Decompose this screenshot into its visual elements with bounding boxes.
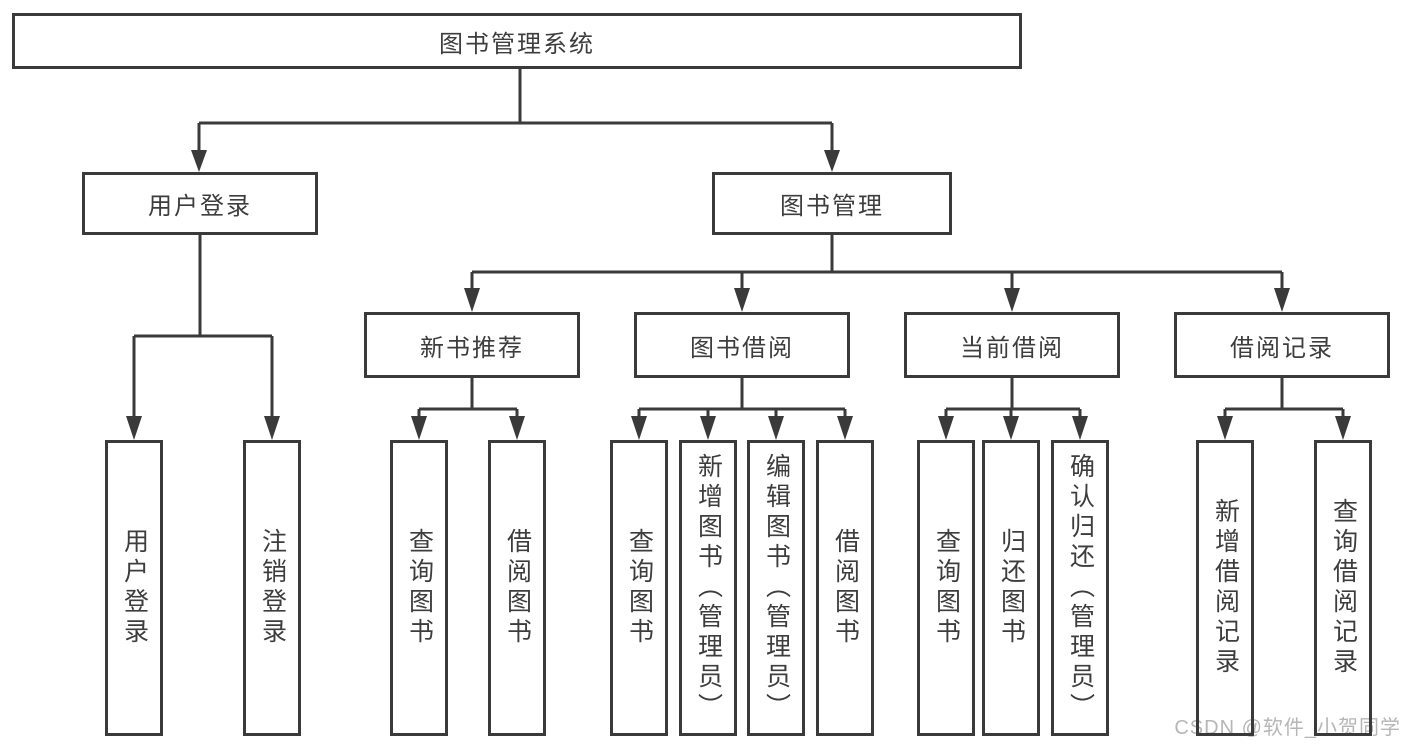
node-book-borrowing: 图书借阅	[634, 312, 850, 378]
leaf-borrow-books-1-label: 借阅图书	[503, 528, 532, 648]
leaf-query-books-3-label: 查询图书	[932, 528, 961, 648]
leaf-query-books-2: 查询图书	[610, 440, 668, 736]
leaf-add-borrow-record-label: 新增借阅记录	[1211, 498, 1240, 678]
leaf-user-login-label: 用户登录	[120, 528, 149, 648]
node-book-management: 图书管理	[712, 172, 952, 235]
leaf-add-books-admin: 新增图书（管理员）	[679, 440, 737, 736]
connector-current-borrowing	[944, 378, 1082, 418]
leaf-query-borrow-record-label: 查询借阅记录	[1329, 498, 1358, 678]
leaf-add-borrow-record: 新增借阅记录	[1196, 440, 1254, 736]
connector-new-book-recommendation	[417, 378, 519, 418]
node-current-borrowing: 当前借阅	[904, 312, 1120, 378]
leaf-edit-books-admin-label: 编辑图书（管理员）	[762, 453, 791, 723]
leaf-logout: 注销登录	[243, 440, 301, 736]
leaf-query-books-2-label: 查询图书	[625, 528, 654, 648]
connector-book-borrowing	[637, 378, 847, 418]
node-library-management-system: 图书管理系统	[12, 13, 1022, 69]
connector-root	[197, 69, 834, 152]
leaf-query-books-3: 查询图书	[917, 440, 975, 736]
leaf-confirm-return-admin: 确认归还（管理员）	[1051, 440, 1109, 736]
node-user-login: 用户登录	[82, 172, 318, 235]
leaf-confirm-return-admin-label: 确认归还（管理员）	[1066, 453, 1095, 723]
connector-book-management	[470, 235, 1284, 290]
leaf-return-books-label: 归还图书	[997, 528, 1026, 648]
leaf-query-books-1-label: 查询图书	[405, 528, 434, 648]
leaf-edit-books-admin: 编辑图书（管理员）	[747, 440, 805, 736]
node-borrowing-records: 借阅记录	[1174, 312, 1390, 378]
leaf-query-borrow-record: 查询借阅记录	[1314, 440, 1372, 736]
connector-user-login	[132, 235, 274, 418]
node-new-book-recommendation: 新书推荐	[364, 312, 580, 378]
leaf-query-books-1: 查询图书	[390, 440, 448, 736]
leaf-borrow-books-2: 借阅图书	[816, 440, 874, 736]
arrowheads	[126, 150, 1351, 440]
connector-borrowing-records	[1223, 378, 1345, 418]
leaf-user-login: 用户登录	[105, 440, 163, 736]
leaf-borrow-books-2-label: 借阅图书	[831, 528, 860, 648]
leaf-borrow-books-1: 借阅图书	[488, 440, 546, 736]
leaf-add-books-admin-label: 新增图书（管理员）	[694, 453, 723, 723]
leaf-logout-label: 注销登录	[258, 528, 287, 648]
leaf-return-books: 归还图书	[982, 440, 1040, 736]
